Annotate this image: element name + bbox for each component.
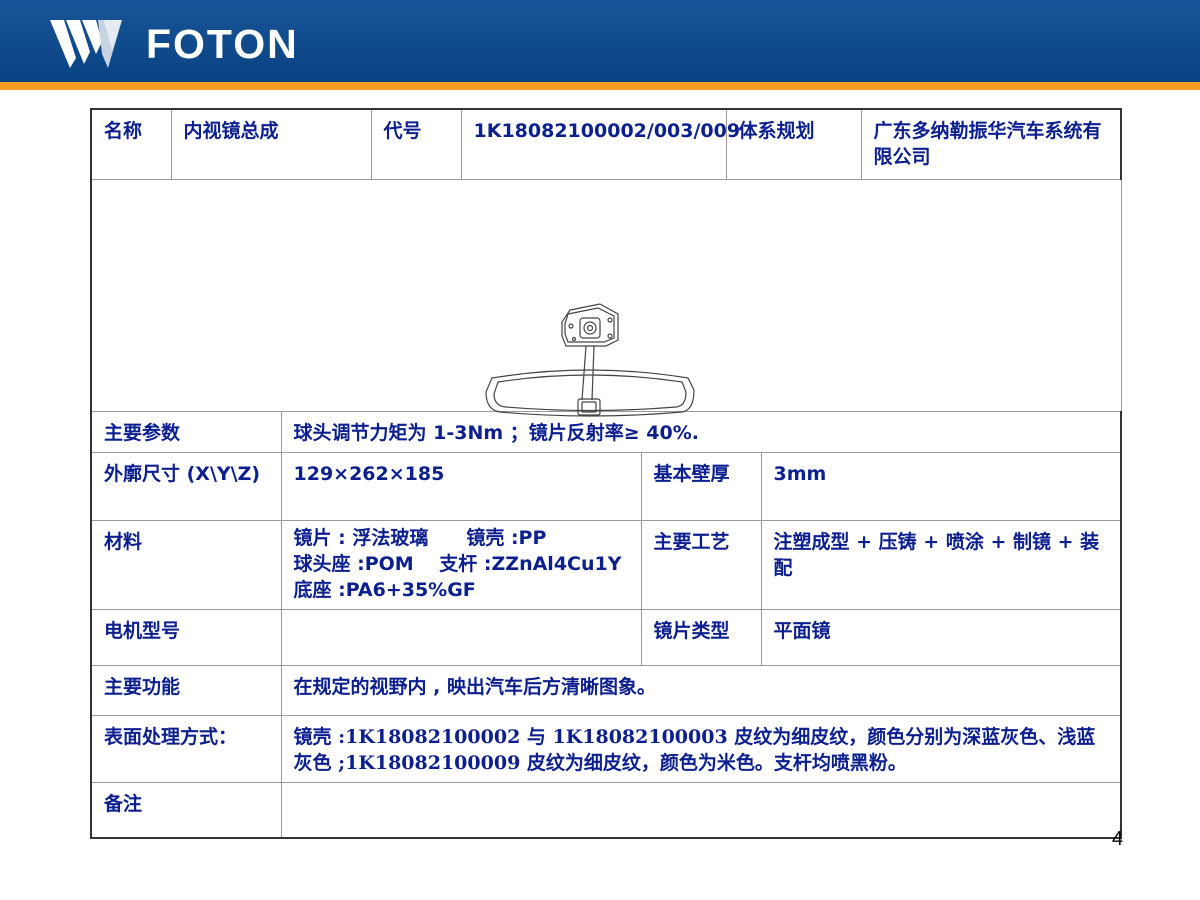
params-label: 主要参数: [90, 410, 282, 453]
function-value: 在规定的视野内 , 映出汽车后方清晰图象。: [280, 664, 1123, 716]
surface-label: 表面处理方式：: [90, 714, 282, 783]
table-row: 名称 内视镜总成 代号 1K18082100002/003/009 体系规划 广…: [90, 108, 1123, 180]
foton-logo-icon: [50, 20, 122, 68]
motor-label: 电机型号: [90, 608, 282, 666]
thickness-value: 3mm: [760, 451, 1123, 521]
materials-value: 镜片 : 浮法玻璃 镜壳 :PP 球头座 :POM 支杆 :ZZnAl4Cu1Y…: [280, 519, 642, 610]
rear-view-mirror-drawing: [485, 302, 695, 417]
code-label: 代号: [370, 108, 462, 180]
table-row: 电机型号 镜片类型 平面镜: [90, 608, 1123, 666]
system-value: 广东多纳勒振华汽车系统有限公司: [860, 108, 1123, 180]
name-label: 名称: [90, 108, 172, 180]
materials-line: 底座 :PA6+35%GF: [293, 578, 476, 601]
materials-line: 镜片 : 浮法玻璃 镜壳 :PP: [293, 526, 547, 549]
table-row: 备注: [90, 781, 1123, 839]
lens-type-value: 平面镜: [760, 608, 1123, 666]
page-number: 4: [1112, 828, 1124, 850]
process-label: 主要工艺: [640, 519, 762, 610]
table-row: 主要功能 在规定的视野内 , 映出汽车后方清晰图象。: [90, 664, 1123, 716]
brand-name: FOTON: [146, 21, 299, 67]
product-image-cell: [89, 178, 1122, 417]
table-row: 材料 镜片 : 浮法玻璃 镜壳 :PP 球头座 :POM 支杆 :ZZnAl4C…: [90, 519, 1123, 610]
spec-table: 名称 内视镜总成 代号 1K18082100002/003/009 体系规划 广…: [89, 108, 1123, 839]
materials-line: 球头座 :POM 支杆 :ZZnAl4Cu1Y: [293, 552, 622, 575]
params-value: 球头调节力矩为 1-3Nm ；镜片反射率≥ 40%.: [280, 410, 1123, 453]
table-row: 表面处理方式： 镜壳 :1K18082100002 与 1K1808210000…: [90, 714, 1123, 783]
image-row: [89, 178, 1122, 417]
system-label: 体系规划: [725, 108, 862, 180]
remarks-label: 备注: [90, 781, 282, 839]
header-band: [0, 0, 1200, 82]
header-shade: [0, 0, 1200, 82]
table-row: 外廓尺寸 (X\Y\Z) 129×262×185 基本壁厚 3mm: [90, 451, 1123, 521]
function-label: 主要功能: [90, 664, 282, 716]
surface-value: 镜壳 :1K18082100002 与 1K18082100003 皮纹为细皮纹…: [280, 714, 1123, 783]
materials-label: 材料: [90, 519, 282, 610]
code-value: 1K18082100002/003/009: [460, 108, 740, 180]
remarks-value: [280, 781, 1123, 839]
dimensions-value: 129×262×185: [280, 451, 642, 521]
motor-value: [280, 608, 642, 666]
process-value: 注塑成型 + 压铸 + 喷涂 + 制镜 + 装配: [760, 519, 1123, 610]
thickness-label: 基本壁厚: [640, 451, 762, 521]
header-orange-stripe: [0, 82, 1200, 90]
name-value: 内视镜总成: [170, 108, 372, 180]
dimensions-label: 外廓尺寸 (X\Y\Z): [90, 451, 282, 521]
lens-type-label: 镜片类型: [640, 608, 762, 666]
